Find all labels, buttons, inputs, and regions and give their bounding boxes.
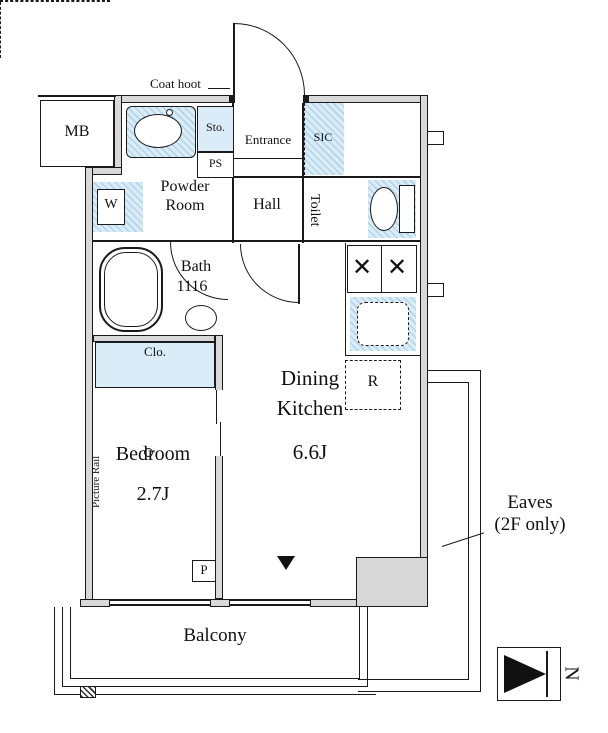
bedroom-window bbox=[110, 599, 210, 601]
kitchen-label: Kitchen bbox=[276, 396, 344, 420]
bedroom-window bbox=[110, 604, 210, 606]
entrance-label: Entrance bbox=[244, 132, 292, 147]
closet-rail-line bbox=[0, 0, 110, 1]
wall-top-right bbox=[304, 95, 428, 103]
coat-hook-pointer bbox=[208, 88, 230, 90]
eaves-label: Eaves bbox=[507, 492, 553, 513]
balcony-partition-hatch bbox=[80, 686, 96, 698]
coat-hook-label: Coat hoot bbox=[150, 76, 201, 91]
pipe-box bbox=[192, 560, 216, 582]
balcony-door-marker-icon bbox=[277, 556, 295, 570]
bedroom-label: Bedroom bbox=[115, 443, 191, 465]
closet-label: Clo. bbox=[143, 344, 167, 359]
wall-mb-connector bbox=[114, 95, 122, 171]
sliding-door-gap bbox=[214, 390, 224, 456]
wall-left bbox=[85, 167, 93, 607]
bathtub-inner bbox=[104, 252, 158, 327]
eaves-pointer bbox=[441, 532, 485, 548]
stove-burner-icon: ✕ bbox=[387, 255, 408, 281]
washer-label: W bbox=[104, 197, 118, 212]
entrance-step-line bbox=[233, 158, 302, 160]
kitchen-sink-basin bbox=[357, 302, 409, 346]
pipe-space-label: PS bbox=[208, 156, 223, 170]
pipe-space-box bbox=[197, 152, 234, 178]
balcony-sliding-window bbox=[230, 604, 310, 606]
wall-corner-block bbox=[356, 557, 428, 607]
hall-door-arc bbox=[240, 244, 299, 303]
wall-stub bbox=[428, 283, 444, 297]
toilet-label: Toilet bbox=[307, 193, 322, 227]
sliding-door-panel bbox=[220, 422, 222, 456]
entrance-door-arc bbox=[234, 23, 305, 95]
mb-top-line bbox=[38, 95, 116, 97]
eaves-outline-inner bbox=[468, 382, 470, 680]
compass-north-label: N bbox=[560, 666, 583, 681]
closet-rail-line bbox=[0, 1, 110, 2]
partition-entrance-hall bbox=[233, 176, 420, 178]
dining-label: Dining bbox=[280, 366, 340, 390]
washer-box bbox=[97, 189, 125, 225]
stove-divider bbox=[381, 245, 383, 293]
wall-right bbox=[420, 95, 428, 607]
balcony-railing bbox=[62, 607, 368, 687]
stove-burner-icon: ✕ bbox=[352, 255, 373, 281]
eaves-outline-inner bbox=[358, 679, 468, 681]
shoe-closet bbox=[303, 103, 344, 175]
bath-drain-basin bbox=[185, 305, 217, 331]
dk-size-label: 6.6J bbox=[292, 440, 328, 464]
ceiling-light-line bbox=[0, 2, 1, 58]
closet-box bbox=[95, 342, 215, 388]
storage-label: Sto. bbox=[205, 120, 225, 134]
vanity-basin bbox=[134, 114, 182, 148]
balcony-label: Balcony bbox=[183, 625, 247, 646]
meter-box bbox=[40, 100, 114, 167]
balcony-railing bbox=[54, 607, 376, 695]
shoe-closet-label: SIC bbox=[313, 130, 333, 144]
vanity-faucet-icon bbox=[166, 109, 173, 116]
powder-room-label: Room bbox=[165, 197, 205, 214]
sliding-door-panel bbox=[216, 390, 218, 424]
wall-top-left bbox=[114, 95, 234, 103]
eaves-outline bbox=[480, 370, 482, 692]
eaves-outline bbox=[428, 370, 480, 372]
eaves-outline bbox=[358, 691, 481, 693]
hall-label: Hall bbox=[253, 196, 281, 213]
toilet-bowl bbox=[370, 187, 398, 231]
compass-needle-icon bbox=[504, 655, 546, 693]
door-post bbox=[303, 95, 309, 103]
ceiling-light-icon bbox=[144, 448, 153, 457]
powder-room-label: Powder bbox=[160, 178, 210, 195]
wall-bottom-mid bbox=[210, 599, 230, 607]
compass-tip-line bbox=[546, 651, 548, 697]
partition-entrance-sic bbox=[302, 103, 304, 243]
door-post bbox=[229, 95, 235, 103]
wall-stub bbox=[428, 131, 444, 145]
eaves-outline-inner bbox=[428, 382, 468, 384]
counter-edge bbox=[345, 243, 347, 355]
wall-bath-closet bbox=[93, 335, 215, 342]
wall-bottom-left bbox=[80, 599, 110, 607]
partition-row2-bottom bbox=[93, 240, 420, 242]
entrance-door-leaf bbox=[233, 23, 235, 96]
wall-bedroom-dk bbox=[215, 335, 223, 599]
bathtub bbox=[99, 247, 163, 332]
storage-box bbox=[197, 106, 234, 152]
balcony-sliding-window bbox=[230, 599, 310, 601]
refrigerator-label: R bbox=[367, 373, 379, 390]
eaves-note-label: (2F only) bbox=[494, 514, 566, 535]
hall-door-leaf bbox=[298, 244, 300, 304]
refrigerator-space bbox=[345, 360, 401, 410]
balcony-area bbox=[70, 607, 360, 679]
meter-box-label: MB bbox=[64, 123, 90, 140]
pipe-label: P bbox=[200, 562, 208, 577]
bedroom-size-label: 2.7J bbox=[136, 483, 170, 505]
toilet-tank bbox=[399, 185, 415, 233]
counter-edge bbox=[345, 355, 420, 357]
wall-bottom-right bbox=[310, 599, 360, 607]
